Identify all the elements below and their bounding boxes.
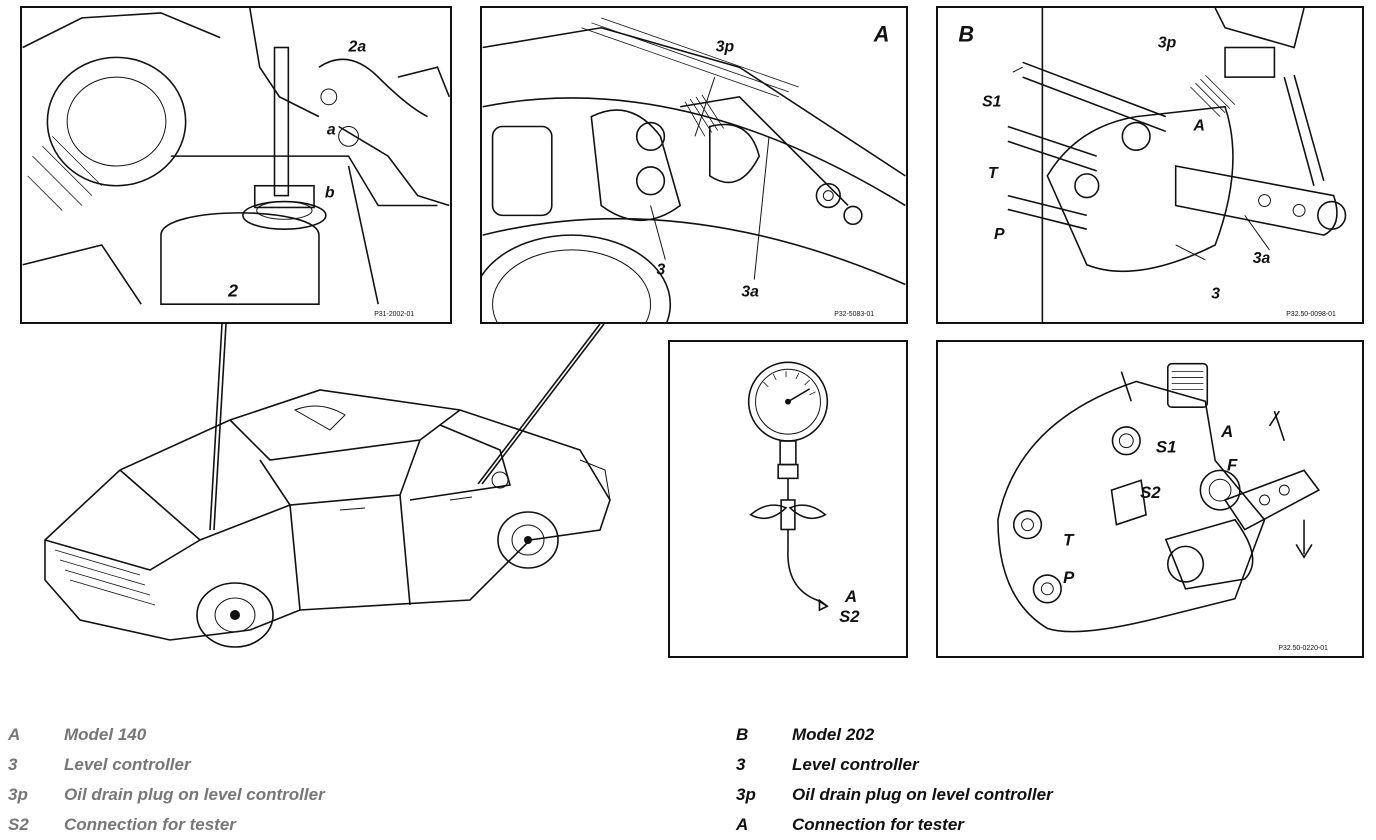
legend-key: B: [736, 725, 749, 744]
legend-row: A Connection for tester: [736, 810, 1053, 840]
label-a: A: [1220, 422, 1233, 441]
legend-text: Connection for tester: [64, 815, 236, 834]
label-2: 2: [227, 280, 238, 300]
label-p: P: [1063, 568, 1075, 587]
label-3p: 3p: [1158, 34, 1177, 51]
legend-text: Model 202: [792, 725, 875, 744]
pressure-gauge-panel: A S2: [668, 340, 908, 658]
label-3a: 3a: [741, 283, 759, 300]
legend-text: Connection for tester: [792, 815, 964, 834]
legend-row: 3 Level controller: [8, 750, 325, 780]
legend-key: A: [8, 725, 21, 744]
label-p: P: [994, 226, 1005, 243]
label-s1: S1: [1156, 438, 1177, 457]
figure-code: P32.50-0098-01: [1286, 311, 1336, 318]
label-a: A: [844, 587, 857, 606]
model-202-drawing: B 3p S1 T P A 3a 3 P32.50-0098-01: [958, 8, 1347, 322]
model-140-detail-panel: A 3p 3 3a P32-5083-01: [480, 6, 908, 324]
panel-letter-b: B: [958, 22, 974, 47]
legend-row: 3p Oil drain plug on level controller: [736, 780, 1053, 810]
figure-code: P31-2002-01: [374, 311, 414, 318]
label-3: 3: [656, 262, 665, 279]
pressure-gauge-drawing: A S2: [747, 361, 860, 626]
label-s2: S2: [839, 607, 860, 626]
level-controller-drawing: S1 A F S2 T P P32.50-0220-01: [997, 362, 1328, 652]
label-t: T: [1063, 530, 1075, 549]
legend-key: S2: [8, 815, 29, 834]
legend-row: B Model 202: [736, 720, 1053, 750]
figure-code: P32-5083-01: [834, 311, 874, 318]
legend-key: 3: [736, 755, 746, 774]
label-a: a: [327, 121, 336, 138]
label-t: T: [988, 165, 999, 182]
legend-key: 3p: [736, 785, 756, 804]
legend-text: Oil drain plug on level controller: [64, 785, 325, 804]
figure-code: P32.50-0220-01: [1278, 645, 1328, 652]
legend-left: A Model 140 3 Level controller 3p Oil drain…: [8, 720, 325, 840]
legend-row: A Model 140: [8, 720, 325, 750]
model-140-drawing: A 3p 3 3a P32-5083-01: [482, 17, 906, 322]
label-3a: 3a: [1253, 250, 1271, 267]
level-controller-panel: S1 A F S2 T P P32.50-0220-01: [936, 340, 1364, 658]
legend-row: 3p Oil drain plug on level controller: [8, 780, 325, 810]
legend-key: A: [736, 815, 749, 834]
label-s2: S2: [1140, 483, 1161, 502]
panel-letter-a: A: [873, 22, 890, 47]
legend-text: Level controller: [64, 755, 191, 774]
legend-key: 3: [8, 755, 18, 774]
legend-text: Level controller: [792, 755, 919, 774]
label-3: 3: [1211, 285, 1220, 302]
label-f: F: [1227, 455, 1238, 474]
label-a: A: [1192, 117, 1204, 134]
car-illustration: [44, 389, 611, 648]
label-3p: 3p: [716, 38, 735, 55]
engine-compartment-drawing: 2a a b 2 P31-2002-01: [22, 8, 450, 318]
label-s1: S1: [982, 94, 1001, 111]
label-2a: 2a: [348, 38, 367, 55]
legend-text: Oil drain plug on level controller: [792, 785, 1053, 804]
legend-text: Model 140: [64, 725, 147, 744]
label-b: b: [325, 185, 335, 202]
engine-compartment-panel: 2a a b 2 P31-2002-01: [20, 6, 452, 324]
legend-right: B Model 202 3 Level controller 3p Oil drain…: [736, 720, 1053, 840]
model-202-detail-panel: B 3p S1 T P A 3a 3 P32.50-0098-01: [936, 6, 1364, 324]
legend-row: 3 Level controller: [736, 750, 1053, 780]
legend-row: S2 Connection for tester: [8, 810, 325, 840]
legend-key: 3p: [8, 785, 28, 804]
